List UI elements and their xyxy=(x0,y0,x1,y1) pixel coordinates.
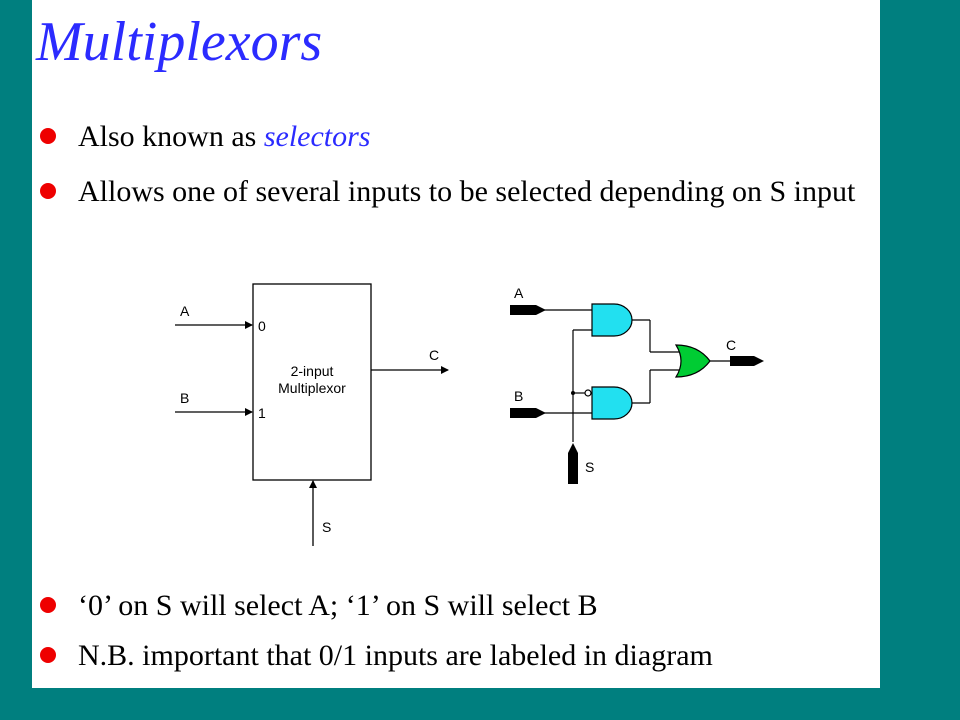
pin-c-connector-icon xyxy=(730,356,764,366)
bullet-dot-icon xyxy=(40,597,56,613)
bullet-text: N.B. important that 0/1 inputs are label… xyxy=(78,639,713,672)
bullet-text: ‘0’ on S will select A; ‘1’ on S will se… xyxy=(78,589,598,622)
gate-output-c-label: C xyxy=(726,337,736,353)
pin-s-connector-icon xyxy=(568,443,578,484)
pin-b-connector-icon xyxy=(510,408,546,418)
bullet-text: Also known as selectors xyxy=(78,115,868,159)
inverter-bubble-icon xyxy=(584,389,592,397)
input-b-label: B xyxy=(180,390,189,406)
and-gate-top-icon xyxy=(591,303,633,337)
gate-input-a-label: A xyxy=(514,285,524,301)
pin-a-connector-icon xyxy=(510,305,546,315)
and-gate-bottom-icon xyxy=(591,386,633,420)
bullet-text: Allows one of several inputs to be selec… xyxy=(78,175,856,208)
select-s-label: S xyxy=(322,519,331,535)
or-gate-icon xyxy=(674,344,711,378)
slide-title: Multiplexors xyxy=(36,11,323,73)
block-multiplexor-diagram: A B 0 1 2-input Multiplexor C S xyxy=(175,283,449,546)
selectors-emphasis: selectors xyxy=(263,120,371,153)
port-1-label: 1 xyxy=(258,405,266,421)
gate-input-b-label: B xyxy=(514,388,523,404)
bullet-dot-icon xyxy=(40,128,56,144)
bullet-text-prefix: Also known as xyxy=(78,120,264,153)
box-label-line1: 2-input xyxy=(291,363,334,379)
port-0-label: 0 xyxy=(258,318,266,334)
diagrams: A B 0 1 2-input Multiplexor C S xyxy=(175,283,764,546)
output-c-label: C xyxy=(429,347,439,363)
slide: Multiplexors Also known as selectors All… xyxy=(32,0,880,688)
bullet-dot-icon xyxy=(40,183,56,199)
bullet-dot-icon xyxy=(40,647,56,663)
gate-level-diagram: A B C S xyxy=(510,285,764,484)
box-label-line2: Multiplexor xyxy=(278,380,346,396)
gate-select-s-label: S xyxy=(585,459,594,475)
input-a-label: A xyxy=(180,303,190,319)
